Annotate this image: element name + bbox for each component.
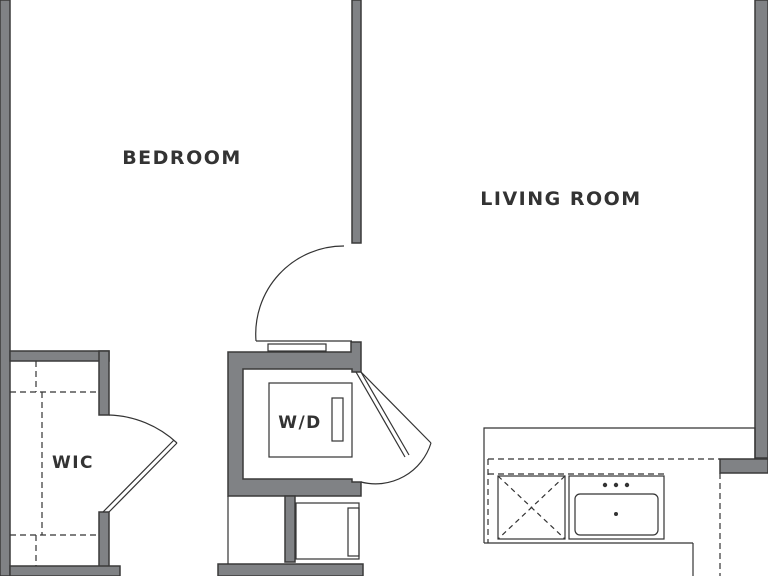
kitchen-counter: [483, 427, 756, 543]
bedroom-divider-wall: [351, 0, 362, 244]
wic-door-swing: [108, 414, 178, 444]
door-threshold: [267, 343, 327, 352]
lower-center-wall: [284, 495, 296, 563]
cooktop: [497, 475, 566, 540]
wic-right-wall-lower: [98, 511, 110, 576]
faucet-icon: [602, 482, 630, 516]
wic-top-wall: [9, 350, 110, 362]
sink-basin: [574, 493, 659, 536]
washer-dryer-panel: [331, 397, 344, 442]
laundry-door-leaf: [360, 371, 410, 456]
bottom-wall-left: [217, 563, 364, 576]
fixtures: [10, 245, 756, 576]
kitchen-counter-edge: [487, 458, 720, 543]
label-bedroom: BEDROOM: [122, 147, 242, 169]
wic-right-wall-upper: [98, 350, 110, 416]
laundry-door-swing: [360, 442, 432, 485]
right-exterior-wall: [754, 0, 768, 459]
sink-cabinet: [568, 475, 665, 540]
label-living-room: LIVING ROOM: [480, 188, 641, 210]
bottom-wall-wic: [9, 565, 121, 576]
left-exterior-wall: [0, 0, 11, 576]
washer-dryer-unit: [268, 382, 353, 458]
wic-door-leaf: [108, 442, 178, 513]
label-washer-dryer: W/D: [278, 413, 322, 433]
laundry-closet-wall: [227, 341, 362, 497]
wic-shelving: [10, 361, 99, 566]
lower-cabinet: [295, 502, 360, 560]
bedroom-door-swing: [255, 245, 345, 342]
label-walk-in-closet: WIC: [52, 453, 94, 473]
kitchen-wall-stub: [719, 458, 768, 474]
